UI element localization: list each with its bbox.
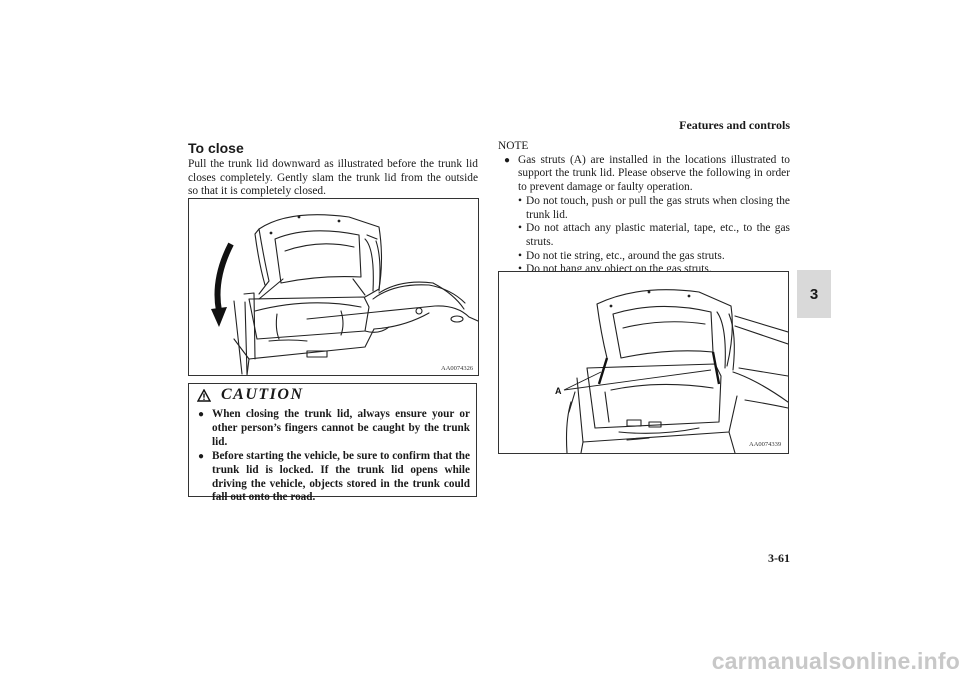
chapter-tab: 3 [797,270,831,318]
caution-item: ● When closing the trunk lid, always ens… [198,408,470,450]
caution-item-text: Before starting the vehicle, be sure to … [212,449,470,504]
trunk-closing-drawing [211,214,478,375]
bullet-icon: ● [198,409,205,420]
note-sub-item: •Do not tie string, etc., around the gas… [518,249,725,262]
note-sub-item: •Do not touch, push or pull the gas stru… [518,194,790,221]
figure-code: AA0074339 [749,441,782,448]
caution-header: CAUTION [197,386,304,404]
caution-item-text: When closing the trunk lid, always ensur… [212,408,470,448]
gas-struts-drawing [563,289,788,453]
note-sub-text: Do not tie string, etc., around the gas … [526,249,725,262]
bullet-icon: ● [504,154,511,166]
note-sub-text: Do not touch, push or pull the gas strut… [526,194,790,221]
figure-code: AA0074326 [441,365,474,372]
note-main-text: Gas struts (A) are installed in the loca… [518,153,790,194]
page-number: 3-61 [768,551,790,565]
section-title: To close [188,140,244,156]
strut-callout-label: A [555,386,562,396]
running-header: Features and controls [679,118,790,132]
to-close-instructions: Pull the trunk lid downward as illustrat… [188,158,478,198]
caution-item: ● Before starting the vehicle, be sure t… [198,450,470,506]
caution-list: ● When closing the trunk lid, always ens… [198,408,470,505]
note-label: NOTE [498,140,529,152]
caution-title: CAUTION [221,386,304,403]
caution-box: CAUTION ● When closing the trunk lid, al… [188,383,477,503]
bullet-icon: ● [198,450,205,462]
trunk-closing-illustration: AA0074326 [188,198,479,376]
gas-struts-illustration: A AA0074339 [498,271,789,454]
note-sub-text: Do not attach any plastic material, tape… [526,222,790,248]
to-close-section: To close Pull the trunk lid downward as … [188,140,478,199]
note-sub-item: •Do not attach any plastic material, tap… [518,222,790,248]
note-section: NOTE ● Gas struts (A) are installed in t… [498,140,790,277]
warning-triangle-icon [197,388,211,402]
note-item: ● Gas struts (A) are installed in the lo… [504,154,790,277]
watermark-text: carmanualsonline.info [711,648,960,674]
